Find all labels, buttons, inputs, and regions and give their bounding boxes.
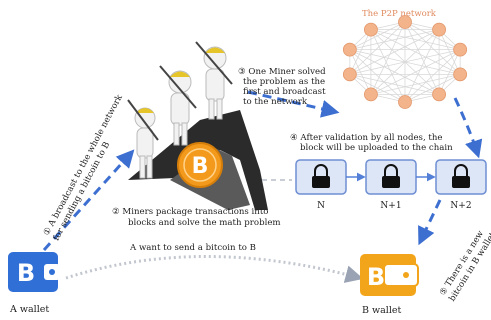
network-node: [453, 42, 468, 57]
network-edges: [349, 21, 461, 103]
network-node: [432, 22, 446, 37]
network-nodes: [342, 15, 468, 109]
wallet-b-label: B wallet: [362, 305, 401, 316]
block-label: N+2: [450, 201, 471, 211]
svg-text:blocks and solve the math prob: blocks and solve the math problem: [128, 218, 281, 228]
block-label: N+1: [380, 201, 401, 211]
network-node: [398, 95, 412, 109]
network-edge: [404, 21, 461, 75]
network-edge: [370, 29, 440, 95]
lock-icon: [312, 164, 330, 188]
wallet-a-label: A wallet: [9, 304, 49, 315]
miner-figure: [127, 99, 159, 179]
network-edge: [370, 29, 461, 51]
network-edge: [349, 29, 372, 75]
block-label: N: [317, 201, 325, 211]
network-edge: [404, 49, 461, 103]
arrow-a-to-b-transfer: [65, 255, 364, 283]
network-edge: [370, 29, 461, 75]
network-node: [364, 87, 378, 102]
network-title: The P2P network: [362, 9, 437, 19]
svg-text:B: B: [367, 263, 385, 291]
svg-text:④ After validation by all node: ④ After validation by all nodes, the: [290, 133, 442, 143]
svg-text:B: B: [17, 259, 35, 287]
lock-icon: [382, 164, 400, 188]
network-edge: [370, 29, 406, 103]
svg-text:first and broadcast: first and broadcast: [243, 87, 326, 97]
network-edge: [370, 73, 461, 95]
step-1-text: ① A broadcast to the whole network for s…: [42, 92, 125, 242]
svg-text:block will be uploaded to the: block will be uploaded to the chain: [300, 143, 453, 153]
arrow-miners-to-network: [247, 90, 340, 118]
svg-text:B: B: [192, 154, 209, 179]
network-node: [364, 22, 378, 37]
step-2-text: ② Miners package transactions into block…: [112, 207, 281, 228]
svg-text:to the network: to the network: [243, 97, 308, 107]
network-edge: [349, 74, 406, 103]
wallet-a-icon: B: [8, 252, 60, 292]
miner-figure: [195, 41, 233, 120]
svg-text:② Miners package transactions: ② Miners package transactions into: [112, 207, 268, 217]
step-5-text: ⑤ There is a new bitcoin in B wallet: [438, 229, 491, 304]
network-node: [398, 15, 412, 29]
network-edge: [349, 73, 440, 95]
step-3-text: ③ One Miner solved the problem as the fi…: [238, 67, 326, 107]
network-edge: [349, 49, 406, 103]
step-4-text: ④ After validation by all nodes, the blo…: [290, 133, 453, 153]
network-edge: [349, 29, 440, 51]
bitcoin-coin-icon: B: [177, 142, 223, 188]
network-node: [342, 67, 357, 82]
blockchain: N N+1 N+2: [295, 159, 487, 211]
arrow-network-to-chain: [453, 97, 483, 159]
network-node: [453, 67, 468, 82]
svg-text:③ One Miner solved: ③ One Miner solved: [238, 67, 326, 77]
wallet-b-icon: B: [360, 254, 419, 296]
miner-figure: [159, 65, 197, 146]
network-node: [342, 42, 357, 57]
network-node: [432, 87, 446, 102]
arrow-wallet-to-miners: [42, 149, 135, 252]
miners-illustration: B: [127, 41, 268, 210]
network-edge: [349, 49, 440, 95]
network-edge: [349, 21, 406, 75]
transfer-label: A want to send a bitcoin to B: [129, 243, 256, 253]
arrow-chain-to-wallet-b: [418, 199, 442, 246]
svg-text:the problem as the: the problem as the: [243, 77, 325, 87]
network-edge: [349, 49, 372, 95]
lock-icon: [452, 164, 470, 188]
